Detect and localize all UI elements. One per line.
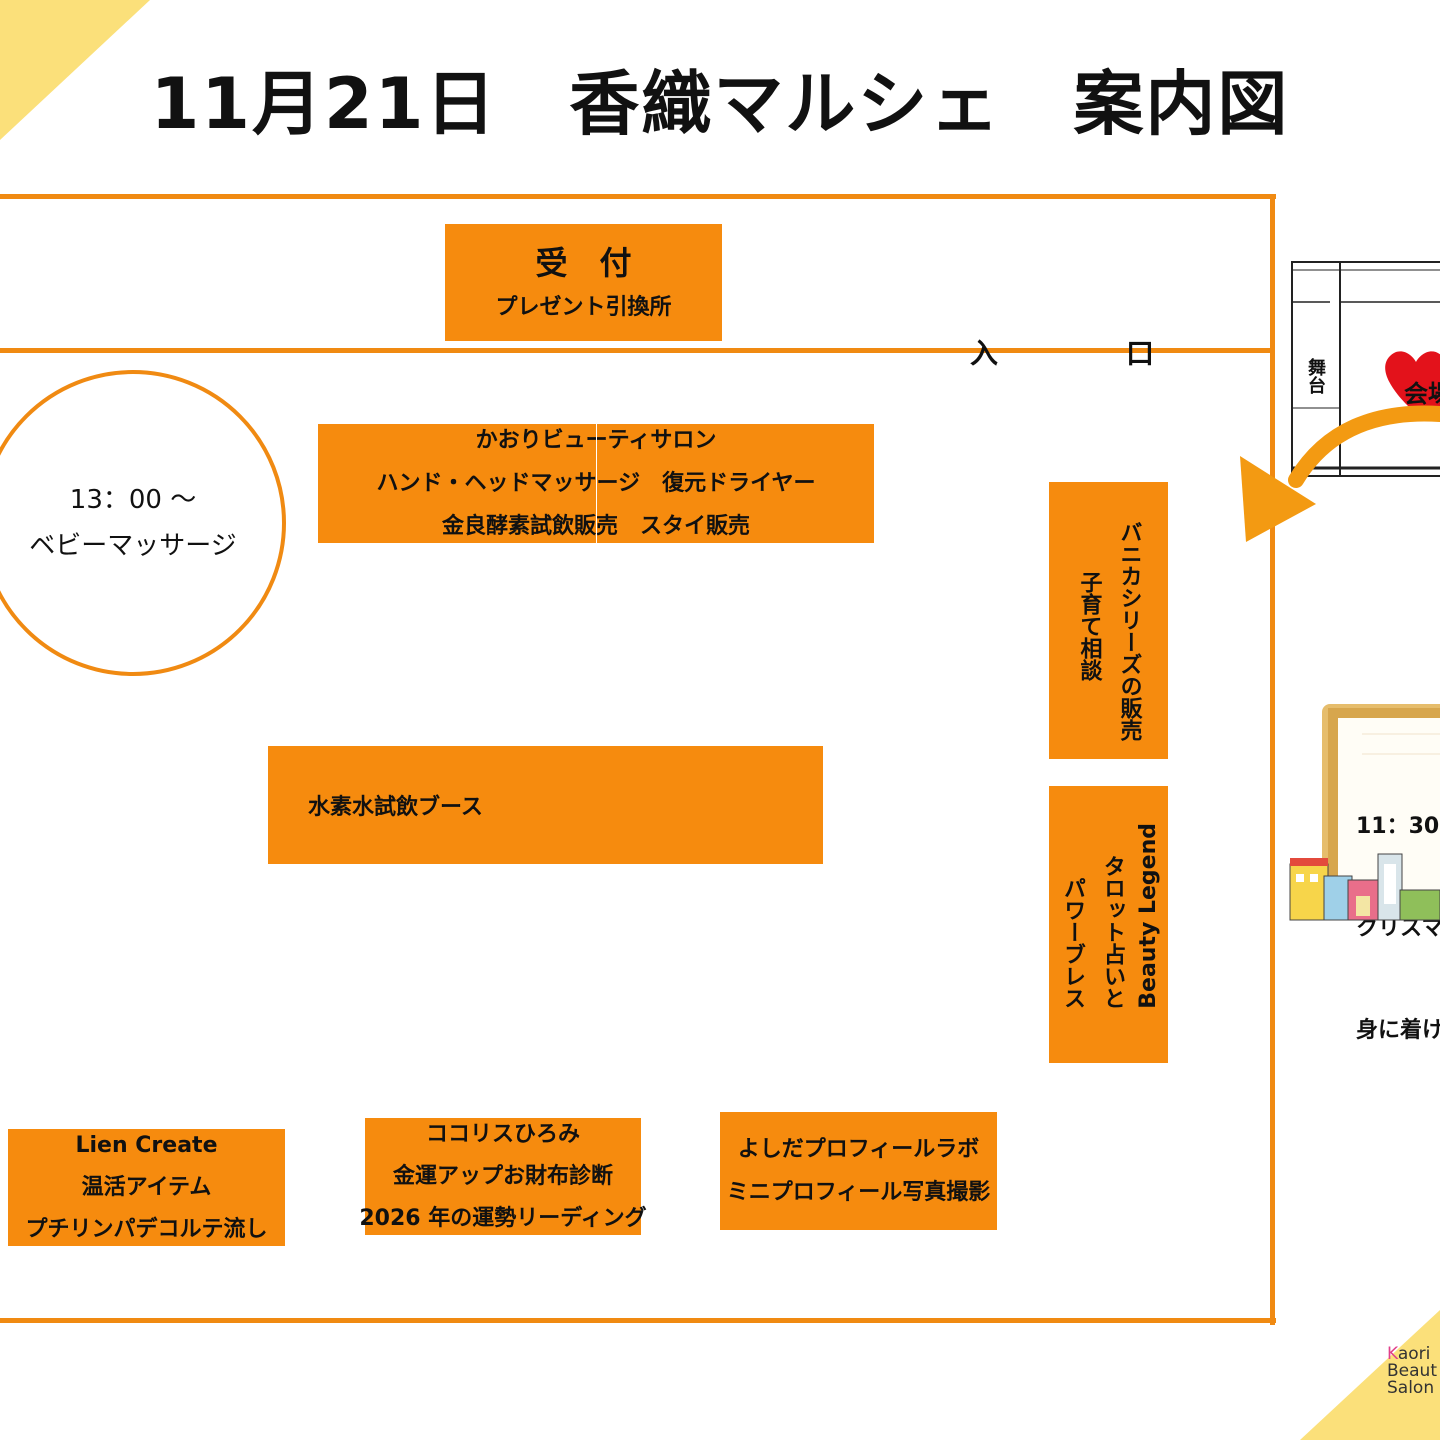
booth-line: 金運アップお財布診断	[392, 1163, 613, 1189]
booth-line: 2026 年の運勢リーディング	[359, 1205, 647, 1231]
logo-text: aori	[1397, 1344, 1431, 1364]
booth-divider	[596, 424, 597, 543]
booth-line: バニカシリーズの販売	[1116, 521, 1142, 741]
venue-right-wall	[1270, 194, 1275, 1325]
logo-text: Salon	[1387, 1378, 1435, 1398]
venue-bottom-wall	[0, 1318, 1276, 1323]
town-buildings-illustration	[1289, 853, 1440, 921]
booth-line: パワーブレス	[1060, 877, 1085, 1009]
mini-map-venue: 会場	[1404, 380, 1440, 408]
logo-letter: K	[1387, 1344, 1398, 1364]
booth-line: プチリンパデコルテ流し	[25, 1216, 268, 1242]
corner-decoration-top-left	[0, 0, 150, 140]
reception-subtitle: プレゼント引換所	[495, 294, 672, 320]
baby-massage-time: 13：00 ～	[69, 485, 197, 515]
reception-booth: 受 付 プレゼント引換所	[445, 224, 722, 341]
entrance-label-right: 口	[1126, 337, 1155, 370]
mini-map-stage: 舞台	[1305, 358, 1326, 394]
booth-line: Lien Create	[75, 1132, 218, 1158]
venue-corridor-wall	[0, 348, 1272, 353]
page-title: 11月21日 香織マルシェ 案内図	[150, 63, 1290, 145]
booth-hydrogen-water: 水素水試飲ブース	[268, 746, 823, 864]
curved-arrow-icon	[1240, 405, 1440, 542]
notice-board-text: 11：30 クリスマ 身に着け	[1356, 742, 1440, 1082]
baby-massage-label: ベビーマッサージ	[29, 531, 237, 561]
booth-yoshida-profile-lab: よしだプロフィールラボ ミニプロフィール写真撮影	[720, 1112, 997, 1230]
mini-map-drawing	[1291, 261, 1440, 477]
booth-vanika: バニカシリーズの販売 子育て相談	[1049, 482, 1168, 759]
booth-line: 子育て相談	[1076, 571, 1102, 681]
booth-line: ミニプロフィール写真撮影	[726, 1180, 991, 1205]
corner-decoration-bottom-right	[1300, 1310, 1440, 1440]
reception-title: 受 付	[535, 243, 632, 282]
booth-line: よしだプロフィールラボ	[737, 1137, 980, 1162]
notice-line: 11：30	[1356, 814, 1440, 839]
booth-label: 水素水試飲ブース	[308, 795, 483, 820]
booth-line: ココリスひろみ	[425, 1121, 580, 1147]
salon-logo: Kaori Beaut Salon	[1387, 1346, 1437, 1397]
booth-lien-create: Lien Create 温活アイテム プチリンパデコルテ流し	[8, 1129, 285, 1246]
entrance-label-left: 入	[970, 337, 999, 370]
booth-line: 金良酵素試飲販売 スタイ販売	[441, 514, 750, 539]
notice-line: 身に着け	[1356, 1018, 1440, 1043]
baby-massage-area: 13：00 ～ ベビーマッサージ	[0, 370, 286, 676]
mini-venue-map: 舞台 会場	[1290, 258, 1440, 480]
booth-line: 温活アイテム	[81, 1174, 212, 1200]
booth-line: Beauty Legend	[1136, 823, 1161, 1009]
booth-beauty-legend: Beauty Legend タロット占いと パワーブレス	[1049, 786, 1168, 1063]
venue-top-wall	[0, 194, 1276, 199]
booth-line: タロット占いと	[1100, 855, 1125, 1009]
booth-cocoris-hiromi: ココリスひろみ 金運アップお財布診断 2026 年の運勢リーディング	[359, 1118, 647, 1235]
logo-text: Beaut	[1387, 1361, 1437, 1381]
